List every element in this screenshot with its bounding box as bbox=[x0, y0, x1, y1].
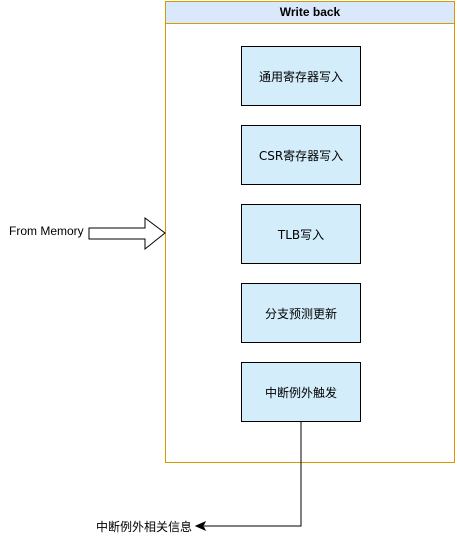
input-label: From Memory bbox=[9, 224, 84, 238]
module-csr-write: CSR寄存器写入 bbox=[241, 125, 361, 185]
output-label: 中断例外相关信息 bbox=[96, 520, 193, 534]
output-arrowhead bbox=[194, 520, 207, 532]
stage-title: Write back bbox=[166, 2, 454, 24]
input-block-arrow bbox=[88, 217, 166, 251]
module-tlb-write: TLB写入 bbox=[241, 204, 361, 264]
module-gpr-write: 通用寄存器写入 bbox=[241, 46, 361, 106]
module-branch-predict-update: 分支预测更新 bbox=[241, 283, 361, 343]
module-exception-trigger: 中断例外触发 bbox=[241, 362, 361, 422]
output-connector-line bbox=[204, 422, 302, 527]
